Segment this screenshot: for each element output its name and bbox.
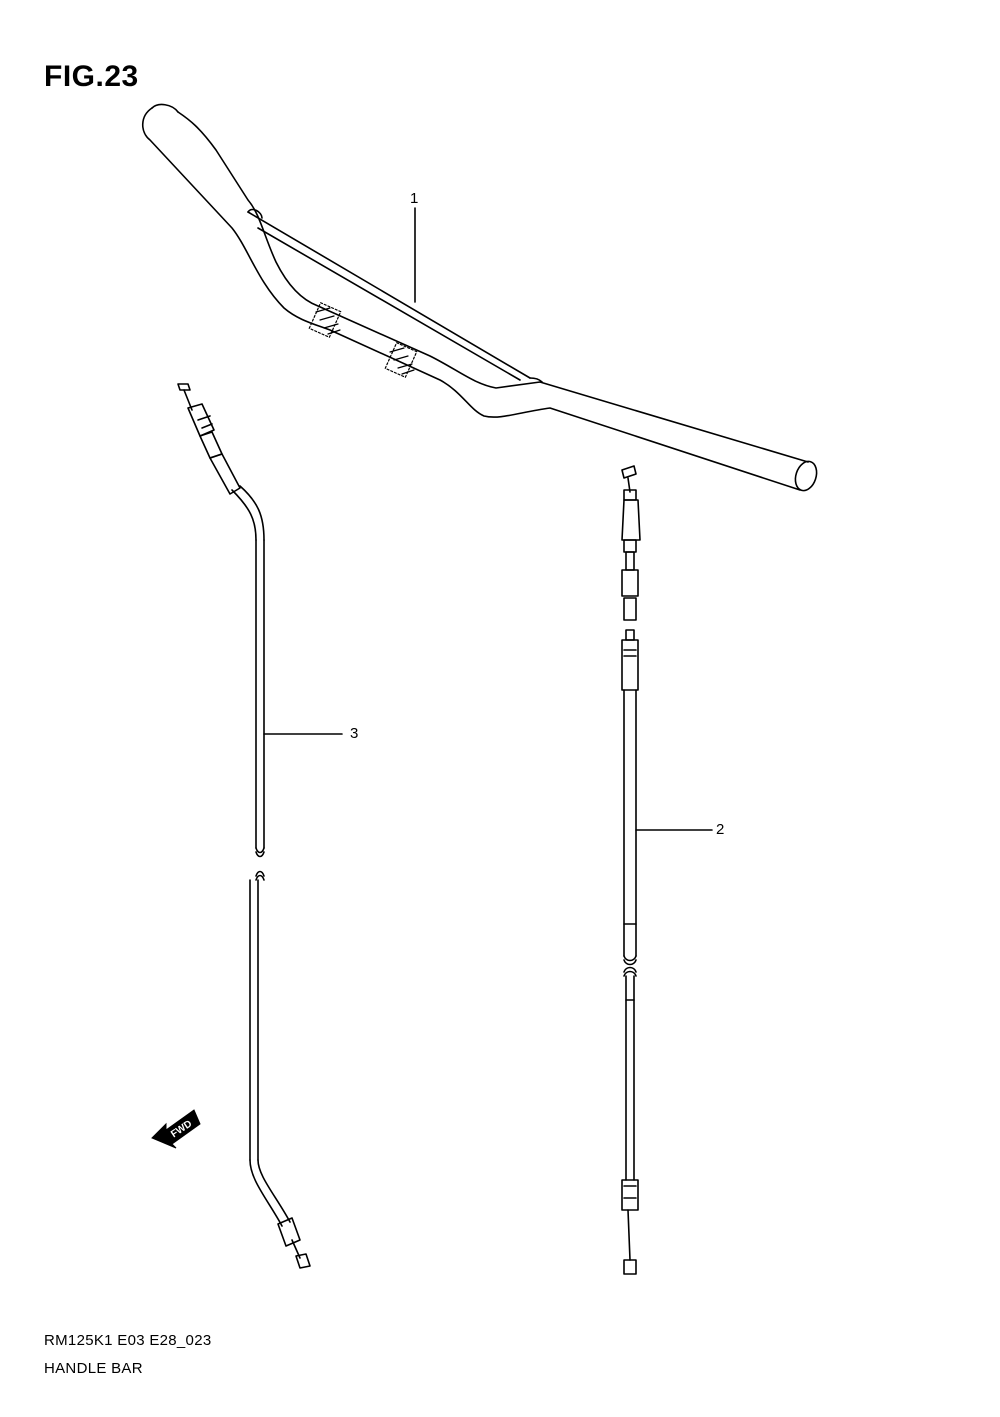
diagram-code: RM125K1 E03 E28_023 (44, 1332, 212, 1349)
figure-title: FIG.23 (44, 60, 139, 93)
diagram-caption: HANDLE BAR (44, 1360, 143, 1377)
fwd-arrow-icon: FWD (151, 1109, 201, 1149)
callout-1: 1 (410, 190, 419, 207)
handlebar-part (141, 103, 818, 492)
cable-part-2 (621, 465, 641, 1275)
cable-part-3 (177, 383, 311, 1269)
callout-3: 3 (350, 725, 359, 742)
callout-2: 2 (716, 821, 725, 838)
